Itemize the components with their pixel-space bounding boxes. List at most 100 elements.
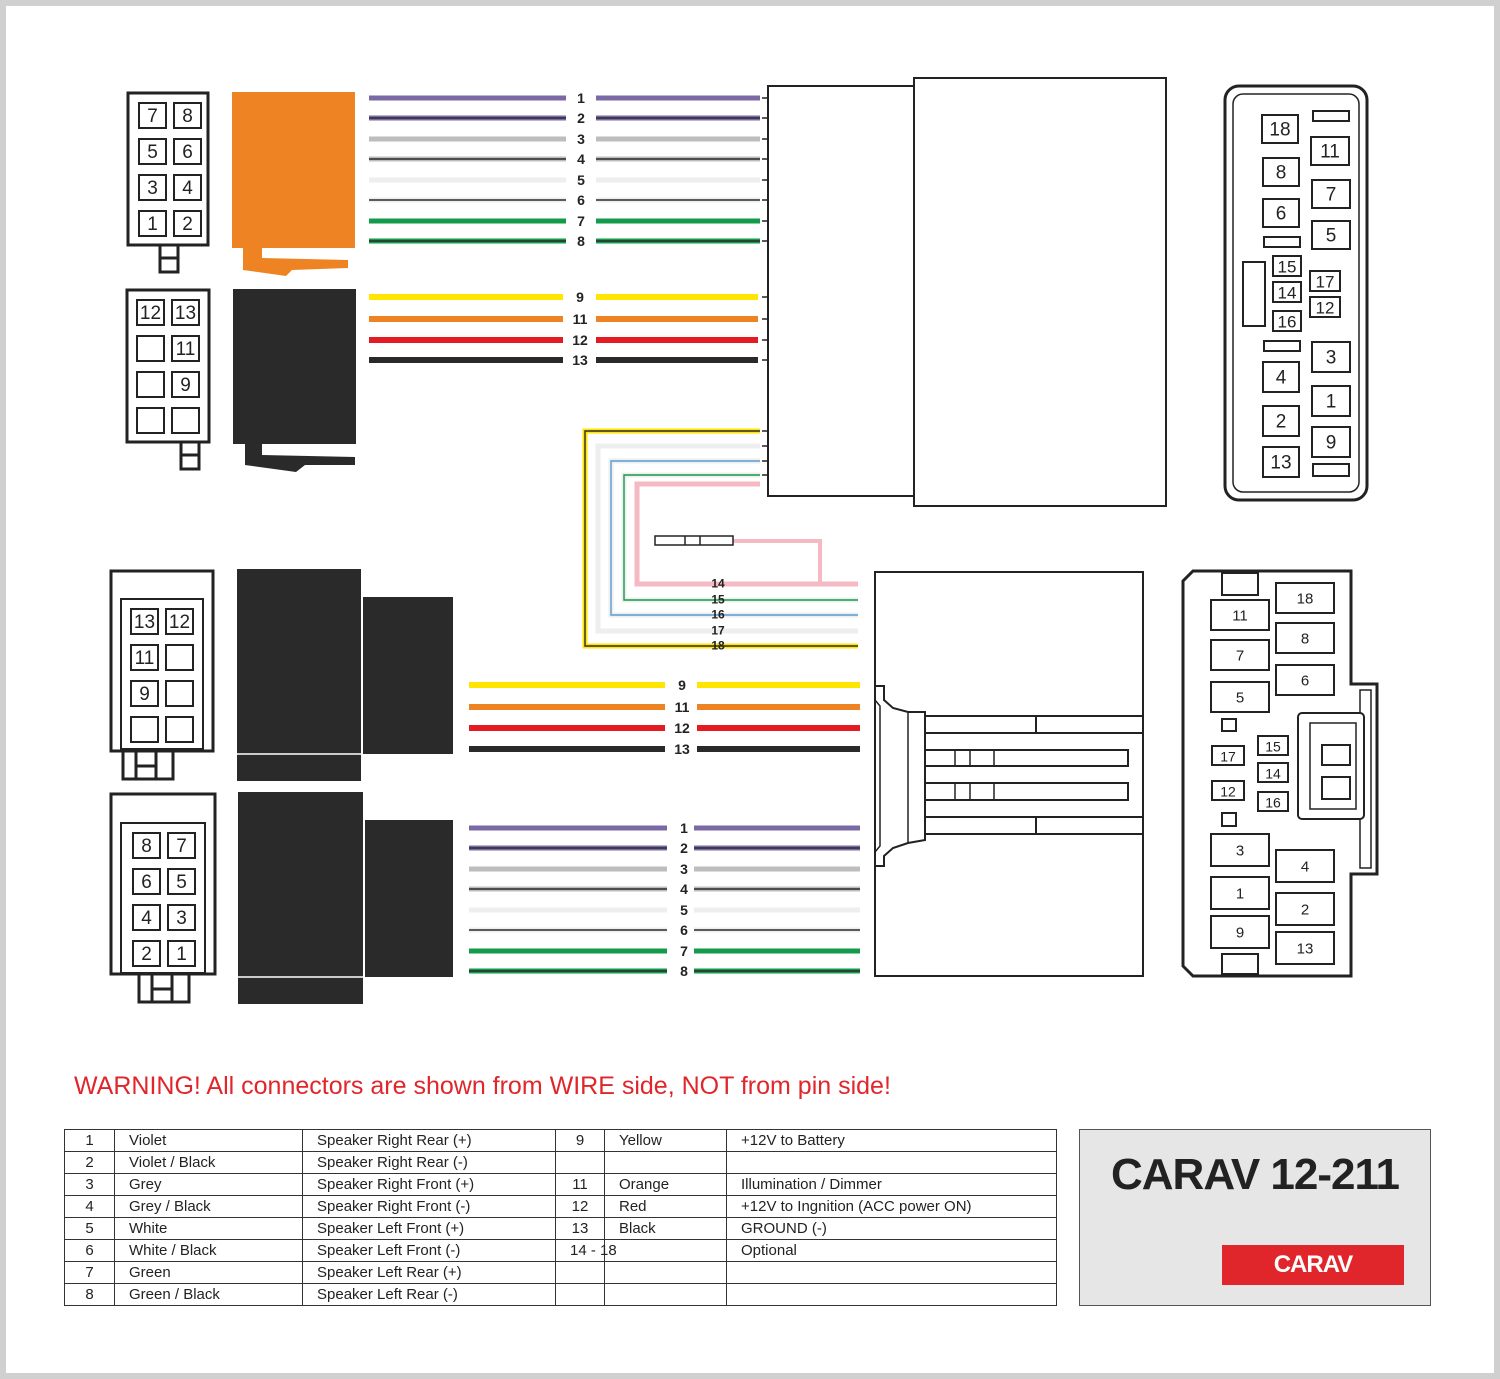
- wire-number-cell: [555, 1151, 605, 1174]
- pin-cavity: [1210, 639, 1270, 671]
- carav-logo: CARAV: [1222, 1245, 1404, 1285]
- wire-function-cell: +12V to Ingnition (ACC power ON): [726, 1195, 1057, 1218]
- pin-label: 13: [175, 303, 196, 324]
- pin-label: 9: [1326, 433, 1337, 454]
- wire-color-cell: Grey / Black: [114, 1195, 303, 1218]
- bottom-power-housing: [237, 569, 453, 781]
- pin-cavity: [1275, 582, 1335, 614]
- optional-wire-stripe-18: [584, 430, 858, 647]
- optional-wire-stripe-16: [610, 460, 858, 616]
- pin-label: 3: [176, 908, 187, 929]
- pin-cavity: [167, 868, 196, 895]
- wire-color-cell: White / Black: [114, 1239, 303, 1262]
- pin-label: 7: [176, 836, 187, 857]
- pin-cavity: [165, 716, 194, 743]
- logo-text: CARAV: [1273, 1251, 1354, 1278]
- pin-cavity: [1275, 931, 1335, 965]
- pin-cavity: [1310, 136, 1350, 166]
- wire-color-cell: Orange: [604, 1173, 727, 1196]
- pin-label: 18: [1269, 120, 1290, 141]
- wire-number: 4: [680, 881, 688, 897]
- optional-wire-stripe-15: [623, 474, 858, 601]
- pin-cavity: [1257, 791, 1289, 812]
- pin-label: 1: [176, 944, 187, 965]
- wire-number: 17: [711, 624, 725, 638]
- wire-number-cell: 6: [64, 1239, 115, 1262]
- wire-number: 13: [674, 741, 690, 757]
- pin-cavity: [1275, 622, 1335, 654]
- wire-number: 11: [675, 699, 690, 715]
- pin-cavity: [132, 904, 161, 931]
- pin-cavity: [1211, 745, 1245, 766]
- pin-label: 8: [182, 106, 193, 127]
- pin-label: 12: [1220, 784, 1236, 800]
- pin-label: 3: [1236, 843, 1244, 860]
- pin-cavity: [130, 716, 159, 743]
- pin-label: 11: [1232, 608, 1248, 625]
- model-number: CARAV 12-211: [1111, 1150, 1400, 1199]
- wire-function-cell: Speaker Left Front (-): [302, 1239, 556, 1262]
- pin-label: 16: [1265, 795, 1281, 811]
- wire-function-cell: Speaker Left Rear (-): [302, 1283, 556, 1306]
- wire-color-cell: [604, 1239, 727, 1262]
- pin-cavity: [1275, 664, 1335, 696]
- wire-number: 18: [711, 639, 725, 653]
- pin-label: 2: [141, 944, 152, 965]
- pin-cavity: [1210, 915, 1270, 949]
- pin-cavity: [167, 940, 196, 967]
- wire-function-cell: Speaker Right Rear (-): [302, 1151, 556, 1174]
- pin-label: 6: [1276, 204, 1287, 225]
- pin-cavity: [1275, 849, 1335, 883]
- pin-cavity: [132, 940, 161, 967]
- pin-label: 6: [141, 872, 152, 893]
- pin-cavity: [132, 868, 161, 895]
- wire-number-cell: 2: [64, 1151, 115, 1174]
- wire-number: 9: [678, 677, 686, 693]
- wire-function-cell: Optional: [726, 1239, 1057, 1262]
- pin-cavity: [136, 407, 165, 434]
- wire-color-cell: Violet / Black: [114, 1151, 303, 1174]
- wire-color-cell: [604, 1261, 727, 1284]
- pin-label: 6: [1301, 673, 1309, 690]
- wire-color-cell: Red: [604, 1195, 727, 1218]
- wire-function-cell: Speaker Right Front (+): [302, 1173, 556, 1196]
- loose-pin-terminal: [654, 535, 734, 546]
- wire-color-cell: Violet: [114, 1129, 303, 1152]
- pin-cavity: [1309, 270, 1341, 292]
- pin-cavity: [1262, 361, 1300, 393]
- pin-label: 9: [1236, 925, 1244, 942]
- pin-label: 7: [147, 106, 158, 127]
- wire-function-cell: [726, 1261, 1057, 1284]
- pin-label: 13: [1297, 941, 1314, 958]
- pin-cavity: [171, 407, 200, 434]
- iso-power-housing: [233, 289, 356, 472]
- pin-cavity: [1272, 281, 1302, 303]
- wire-number: 8: [577, 233, 585, 249]
- pin-label: 17: [1316, 273, 1335, 292]
- pin-label: 2: [1301, 902, 1309, 919]
- wire-number: 4: [577, 151, 585, 167]
- pin-cavity: [171, 335, 200, 362]
- wire-number: 5: [577, 172, 585, 188]
- bottom-speaker-housing: [238, 792, 453, 1004]
- wire-number: 6: [577, 192, 585, 208]
- optional-wire-14: [634, 481, 820, 587]
- optional-wires: [582, 97, 858, 649]
- pin-label: 4: [1276, 368, 1287, 389]
- wire-number-cell: 1: [64, 1129, 115, 1152]
- wire-number: 1: [577, 90, 585, 106]
